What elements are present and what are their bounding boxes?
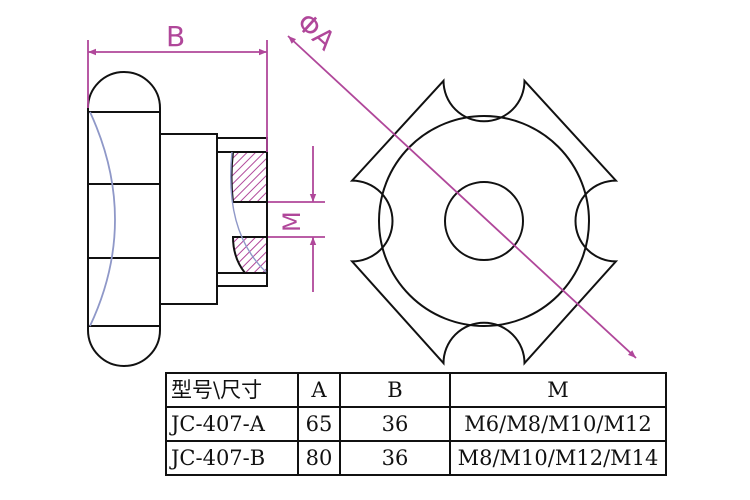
side-view	[87, 71, 268, 367]
profile-curve	[230, 151, 267, 273]
cell-model: JC-407-B	[165, 440, 299, 476]
thread-hatch-top	[230, 151, 268, 203]
table-header-row: 型号\尺寸 A B M	[165, 372, 667, 408]
cell-a: 65	[297, 406, 341, 442]
dimension-a-line	[287, 35, 637, 359]
center-bore	[444, 181, 524, 261]
cell-b: 36	[339, 440, 451, 476]
insert-body	[216, 137, 268, 287]
dimension-a-label: ΦA	[290, 7, 341, 57]
cell-m: M6/M8/M10/M12	[449, 406, 667, 442]
knob-head-outline	[87, 71, 161, 367]
header-m: M	[449, 372, 667, 408]
cell-m: M8/M10/M12/M14	[449, 440, 667, 476]
header-a: A	[297, 372, 341, 408]
knob-scalloped-outline	[349, 78, 619, 366]
cell-a: 80	[297, 440, 341, 476]
dimension-m-label: M	[278, 211, 306, 232]
profile-curve	[89, 111, 116, 327]
table-row: JC-407-A 65 36 M6/M8/M10/M12	[165, 406, 667, 442]
dimension-b	[87, 40, 268, 152]
cell-model: JC-407-A	[165, 406, 299, 442]
front-view	[349, 78, 619, 366]
hub-body	[159, 133, 218, 305]
table-row: JC-407-B 80 36 M8/M10/M12/M14	[165, 440, 667, 476]
cell-b: 36	[339, 406, 451, 442]
dimension-b-label: B	[166, 20, 185, 53]
inner-ring	[378, 115, 590, 327]
spec-table: 型号\尺寸 A B M JC-407-A 65 36 M6/M8/M10/M12…	[165, 372, 667, 476]
header-b: B	[339, 372, 451, 408]
header-model-size: 型号\尺寸	[165, 372, 299, 408]
